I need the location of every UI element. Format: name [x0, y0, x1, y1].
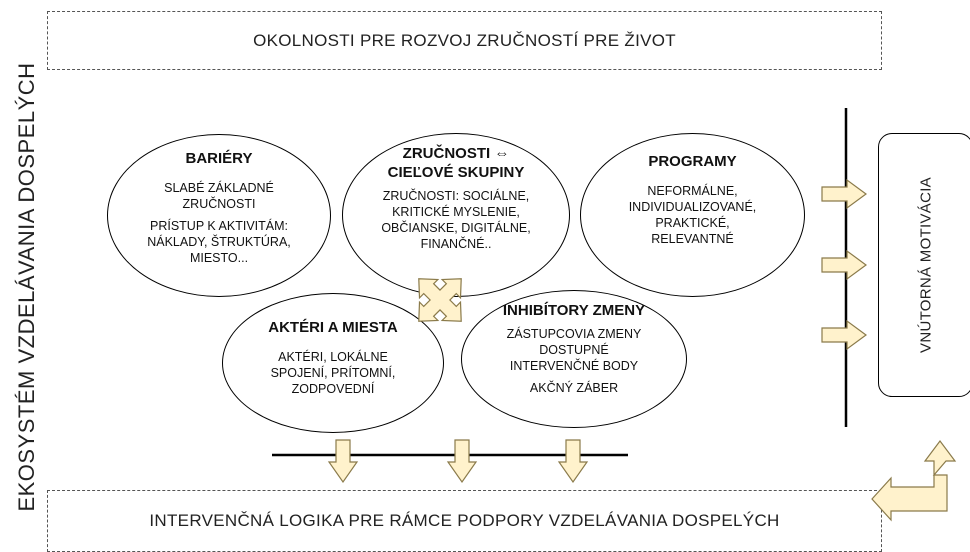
actors-line: ZODPOVEDNÍ	[291, 382, 375, 396]
actors-line: AKTÉRI, LOKÁLNE	[278, 350, 388, 364]
inhibitors-line: INTERVENČNÉ BODY	[509, 359, 639, 373]
programs-title: PROGRAMY	[648, 153, 737, 170]
inhibitors-title: INHIBÍTORY ZMENY	[502, 302, 646, 319]
actors-title: AKTÉRI A MIESTA	[268, 319, 398, 336]
skills-line: ZRUČNOSTI: SOCIÁLNE,	[382, 189, 530, 203]
inhibitors-line: ZÁSTUPCOVIA ZMENY	[506, 327, 642, 341]
programs-line: RELEVANTNÉ	[651, 232, 734, 246]
skills-oval: ZRUČNOSTI ⇔ CIEĽOVÉ SKUPINY ZRUČNOSTI: S…	[342, 133, 570, 297]
skills-line: FINANČNÉ..	[420, 237, 492, 251]
down-arrow-icon	[446, 439, 478, 484]
actors-oval: AKTÉRI A MIESTA AKTÉRI, LOKÁLNE SPOJENÍ,…	[222, 293, 444, 433]
barriers-line: SLABÉ ZÁKLADNÉ	[164, 181, 274, 195]
inhibitors-oval: INHIBÍTORY ZMENY ZÁSTUPCOVIA ZMENY DOSTU…	[461, 290, 687, 428]
right-arrow-icon	[821, 319, 868, 351]
barriers-line: MIESTO...	[189, 251, 249, 265]
skills-line: KRITICKÉ MYSLENIE,	[392, 205, 520, 219]
right-arrow-icon	[821, 249, 868, 281]
return-arrow-icon	[871, 440, 957, 522]
skills-line: OBČIANSKE, DIGITÁLNE,	[381, 221, 531, 235]
down-arrow-icon	[557, 439, 589, 484]
bottom-banner-text: INTERVENČNÁ LOGIKA PRE RÁMCE PODPORY VZD…	[149, 511, 780, 530]
actors-line: SPOJENÍ, PRÍTOMNÍ,	[270, 366, 396, 380]
barriers-title: BARIÉRY	[185, 150, 253, 167]
inhibitors-line: DOSTUPNÉ	[539, 343, 609, 357]
down-arrow-icon	[327, 439, 359, 484]
skills-title: ZRUČNOSTI ⇔	[402, 145, 510, 162]
top-banner: OKOLNOSTI PRE ROZVOJ ZRUČNOSTÍ PRE ŽIVOT	[47, 11, 882, 70]
barriers-oval: BARIÉRY SLABÉ ZÁKLADNÉ ZRUČNOSTI PRÍSTUP…	[107, 134, 331, 297]
programs-oval: PROGRAMY NEFORMÁLNE, INDIVIDUALIZOVANÉ, …	[580, 133, 805, 297]
barriers-line: NÁKLADY, ŠTRUKTÚRA,	[147, 235, 291, 249]
skills-title: CIEĽOVÉ SKUPINY	[387, 164, 525, 181]
programs-line: PRAKTICKÉ,	[655, 216, 730, 230]
barriers-line: PRÍSTUP K AKTIVITÁM:	[150, 219, 288, 233]
barriers-line: ZRUČNOSTI	[182, 197, 256, 211]
right-arrow-icon	[821, 178, 868, 210]
top-banner-text: OKOLNOSTI PRE ROZVOJ ZRUČNOSTÍ PRE ŽIVOT	[253, 30, 676, 50]
programs-line: INDIVIDUALIZOVANÉ,	[628, 200, 757, 214]
motivation-label: VNÚTORNÁ MOTIVÁCIA	[917, 177, 934, 353]
motivation-box: VNÚTORNÁ MOTIVÁCIA	[878, 133, 970, 397]
inhibitors-line: AKČNÝ ZÁBER	[529, 381, 619, 395]
four-way-arrow-icon	[418, 278, 462, 322]
programs-line: NEFORMÁLNE,	[647, 184, 738, 198]
